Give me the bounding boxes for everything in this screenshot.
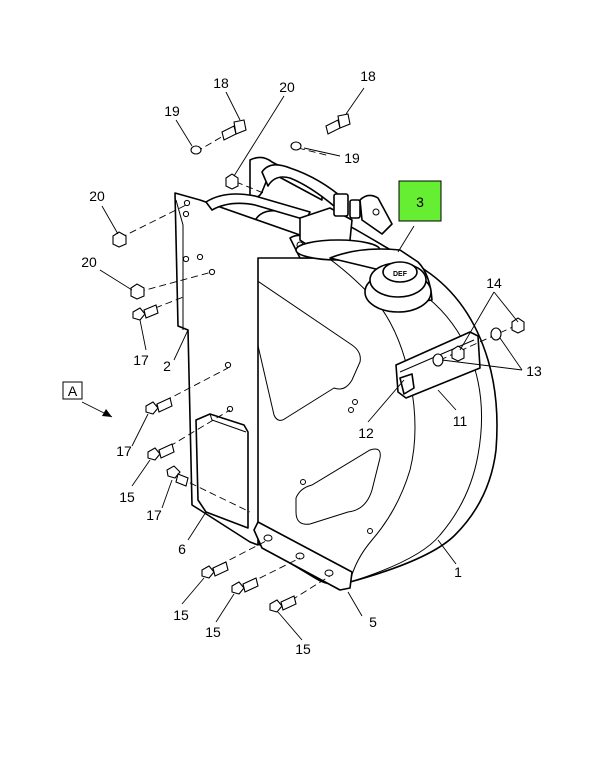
nut-14-b: [511, 317, 525, 334]
bolt-15-bottom-2: [231, 577, 259, 595]
callout-20: 20: [81, 254, 97, 270]
callout-5: 5: [369, 614, 377, 630]
bolt-18-right: [325, 113, 351, 135]
callout-19: 19: [344, 150, 360, 166]
cap-label: DEF: [393, 271, 408, 278]
callout-15: 15: [205, 624, 221, 640]
nut-20-top: [225, 173, 239, 190]
highlight-box: [398, 180, 442, 222]
fasteners: [112, 113, 525, 613]
bolt-17-middle: [145, 397, 173, 415]
callout-14: 14: [486, 275, 502, 291]
callout-19: 19: [164, 103, 180, 119]
leader-lines: [99, 87, 523, 641]
callout-13: 13: [526, 363, 542, 379]
bolt-18-left: [221, 119, 247, 141]
nut-14-a: [451, 345, 465, 362]
callout-18: 18: [213, 75, 229, 91]
callout-12: 12: [358, 425, 374, 441]
callout-15: 15: [173, 607, 189, 623]
bottom-mounting-strap: [253, 521, 353, 591]
callout-20: 20: [279, 79, 295, 95]
def-filler-cap: DEF: [364, 261, 432, 313]
callout-1: 1: [454, 564, 462, 580]
bolt-15-left: [147, 443, 175, 461]
callout-2: 2: [163, 358, 171, 374]
washer-13-a: [432, 353, 444, 367]
callout-labels: 18 19 20 18 19 3 20 20 14 2 17 13 A 11 1…: [68, 68, 542, 657]
bolt-15-bottom-1: [201, 561, 229, 579]
callout-17: 17: [146, 507, 162, 523]
callout-18: 18: [360, 68, 376, 84]
callout-6: 6: [178, 541, 186, 557]
side-stiffener-bracket: [195, 413, 249, 529]
view-a-label: A: [68, 383, 78, 399]
callout-17: 17: [116, 443, 132, 459]
washer-19-left: [190, 145, 202, 155]
callout-3: 3: [416, 194, 424, 210]
callout-20: 20: [89, 188, 105, 204]
callout-15: 15: [295, 641, 311, 657]
nut-20-left-upper: [112, 231, 127, 248]
callout-11: 11: [453, 413, 468, 429]
bolt-17-lower: [166, 465, 189, 487]
bolt-15-bottom-3: [269, 595, 297, 613]
callout-15: 15: [119, 489, 135, 505]
nut-20-left-lower: [130, 283, 145, 300]
washer-13-b: [490, 327, 502, 341]
view-a-indicator: [62, 381, 113, 418]
bolt-17-upper: [132, 304, 159, 321]
callout-17: 17: [133, 352, 149, 368]
washer-19-right: [290, 141, 302, 151]
